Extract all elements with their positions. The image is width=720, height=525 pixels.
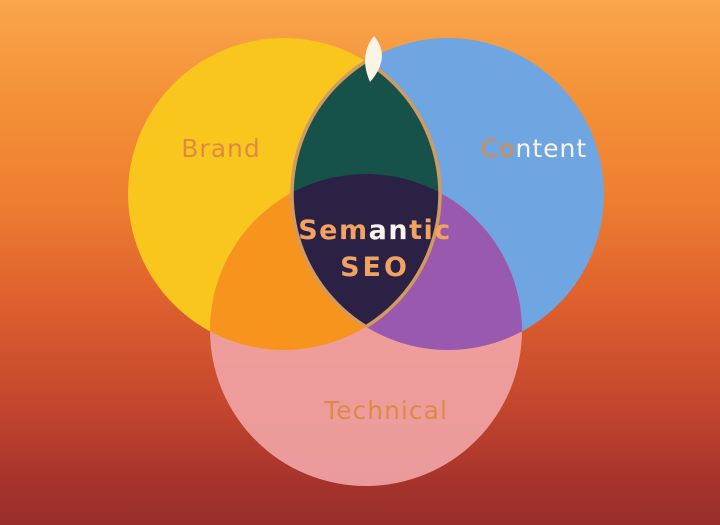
technical-label: Technical <box>304 396 468 425</box>
lens-outline-right-arc <box>292 38 442 350</box>
center-label-line1: Semantic <box>292 212 458 249</box>
brand-label-text: Brand <box>181 134 261 163</box>
center-line1-part1: Sem <box>298 215 369 246</box>
technical-label-text: Technical <box>324 396 448 425</box>
brand-label: Brand <box>150 134 292 163</box>
lens-outline-left-arc <box>290 38 440 350</box>
lens-highlight <box>365 36 382 82</box>
center-line1-part2: an <box>368 215 410 246</box>
center-line1-part3: tic <box>409 215 452 246</box>
content-label: Content <box>462 134 606 163</box>
center-line2-text: SEO <box>340 252 410 283</box>
center-label-line2: SEO <box>292 249 458 286</box>
content-label-part2: ntent <box>515 134 588 163</box>
content-label-part1: Co <box>480 134 516 163</box>
center-label: Semantic SEO <box>292 212 458 286</box>
